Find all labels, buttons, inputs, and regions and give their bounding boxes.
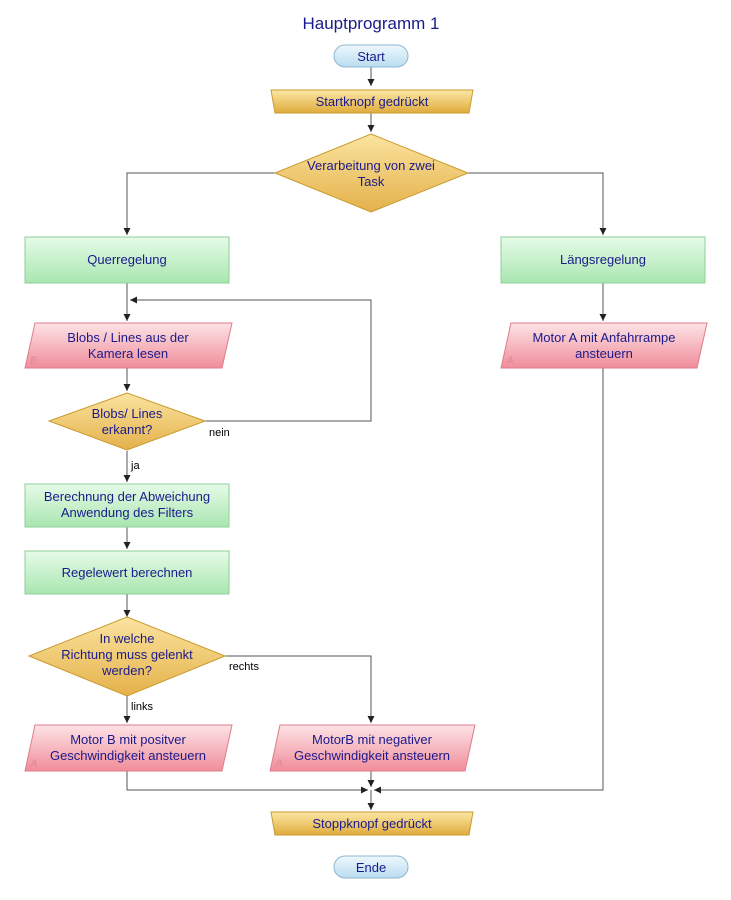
- tasks-label-line1: Verarbeitung von zwei: [307, 158, 435, 173]
- tasks-decision: Verarbeitung von zwei Task: [273, 133, 470, 213]
- kamera-type-marker: E: [30, 355, 38, 367]
- richtung-label-line3: werden?: [101, 663, 152, 678]
- tasks-label-line2: Task: [358, 174, 385, 189]
- start-label: Start: [357, 49, 385, 64]
- motor-a-output: A Motor A mit Anfahrrampe ansteuern: [500, 322, 708, 369]
- motor-b-neg-label-line2: Geschwindigkeit ansteuern: [294, 748, 450, 763]
- berechnung-label-line2: Anwendung des Filters: [61, 505, 194, 520]
- edge-label-ja: ja: [130, 460, 140, 472]
- startknopf-event: Startknopf gedrückt: [270, 89, 474, 114]
- startknopf-label: Startknopf gedrückt: [316, 94, 429, 109]
- motor-b-pos-output: A Motor B mit positver Geschwindigkeit a…: [24, 724, 233, 772]
- edge-erkannt-nein-loop: [130, 296, 372, 422]
- motor-a-label-line2: ansteuern: [575, 346, 633, 361]
- edge-label-nein: nein: [209, 427, 230, 439]
- ende-terminal: Ende: [333, 855, 409, 879]
- stoppknopf-label: Stoppknopf gedrückt: [312, 816, 432, 831]
- regelwert-label: Regelewert berechnen: [62, 565, 193, 580]
- diagram-title: Hauptprogramm 1: [302, 14, 439, 33]
- richtung-label-line2: Richtung muss gelenkt: [61, 647, 193, 662]
- edge-richtung-rechts: [225, 655, 375, 723]
- stoppknopf-event: Stoppknopf gedrückt: [270, 811, 474, 836]
- kamera-input: E Blobs / Lines aus der Kamera lesen: [24, 322, 233, 369]
- berechnung-label-line1: Berechnung der Abweichung: [44, 489, 210, 504]
- edge-motor-a-to-stopp: [374, 368, 604, 794]
- edge-label-rechts: rechts: [229, 661, 259, 673]
- edge-tasks-to-querregelung: [123, 172, 275, 235]
- motor-a-label-line1: Motor A mit Anfahrrampe: [532, 330, 675, 345]
- motor-b-neg-label-line1: MotorB mit negativer: [312, 732, 433, 747]
- richtung-label-line1: In welche: [100, 631, 155, 646]
- querregelung-label: Querregelung: [87, 252, 167, 267]
- laengsregelung-process: Längsregelung: [500, 236, 706, 284]
- richtung-decision: In welche Richtung muss gelenkt werden?: [27, 616, 227, 697]
- laengsregelung-label: Längsregelung: [560, 252, 646, 267]
- edge-motor-b-pos-to-stopp: [126, 771, 368, 794]
- regelwert-process: Regelewert berechnen: [24, 550, 230, 595]
- edges: [123, 67, 607, 810]
- erkannt-label-line2: erkannt?: [102, 422, 153, 437]
- motor-b-pos-label-line1: Motor B mit positver: [70, 732, 186, 747]
- ende-label: Ende: [356, 860, 386, 875]
- berechnung-process: Berechnung der Abweichung Anwendung des …: [24, 483, 230, 528]
- erkannt-decision: Blobs/ Lines erkannt?: [47, 392, 207, 451]
- erkannt-label-line1: Blobs/ Lines: [92, 406, 163, 421]
- motor-a-type-marker: A: [505, 355, 514, 367]
- motor-b-neg-type-marker: A: [274, 758, 283, 770]
- start-terminal: Start: [333, 44, 409, 68]
- edge-tasks-to-laengsregelung: [468, 172, 607, 235]
- motor-b-neg-output: A MotorB mit negativer Geschwindigkeit a…: [269, 724, 476, 772]
- kamera-label-line2: Kamera lesen: [88, 346, 168, 361]
- edge-label-links: links: [131, 701, 154, 713]
- motor-b-pos-type-marker: A: [29, 758, 38, 770]
- motor-b-pos-label-line2: Geschwindigkeit ansteuern: [50, 748, 206, 763]
- querregelung-process: Querregelung: [24, 236, 230, 284]
- kamera-label-line1: Blobs / Lines aus der: [67, 330, 189, 345]
